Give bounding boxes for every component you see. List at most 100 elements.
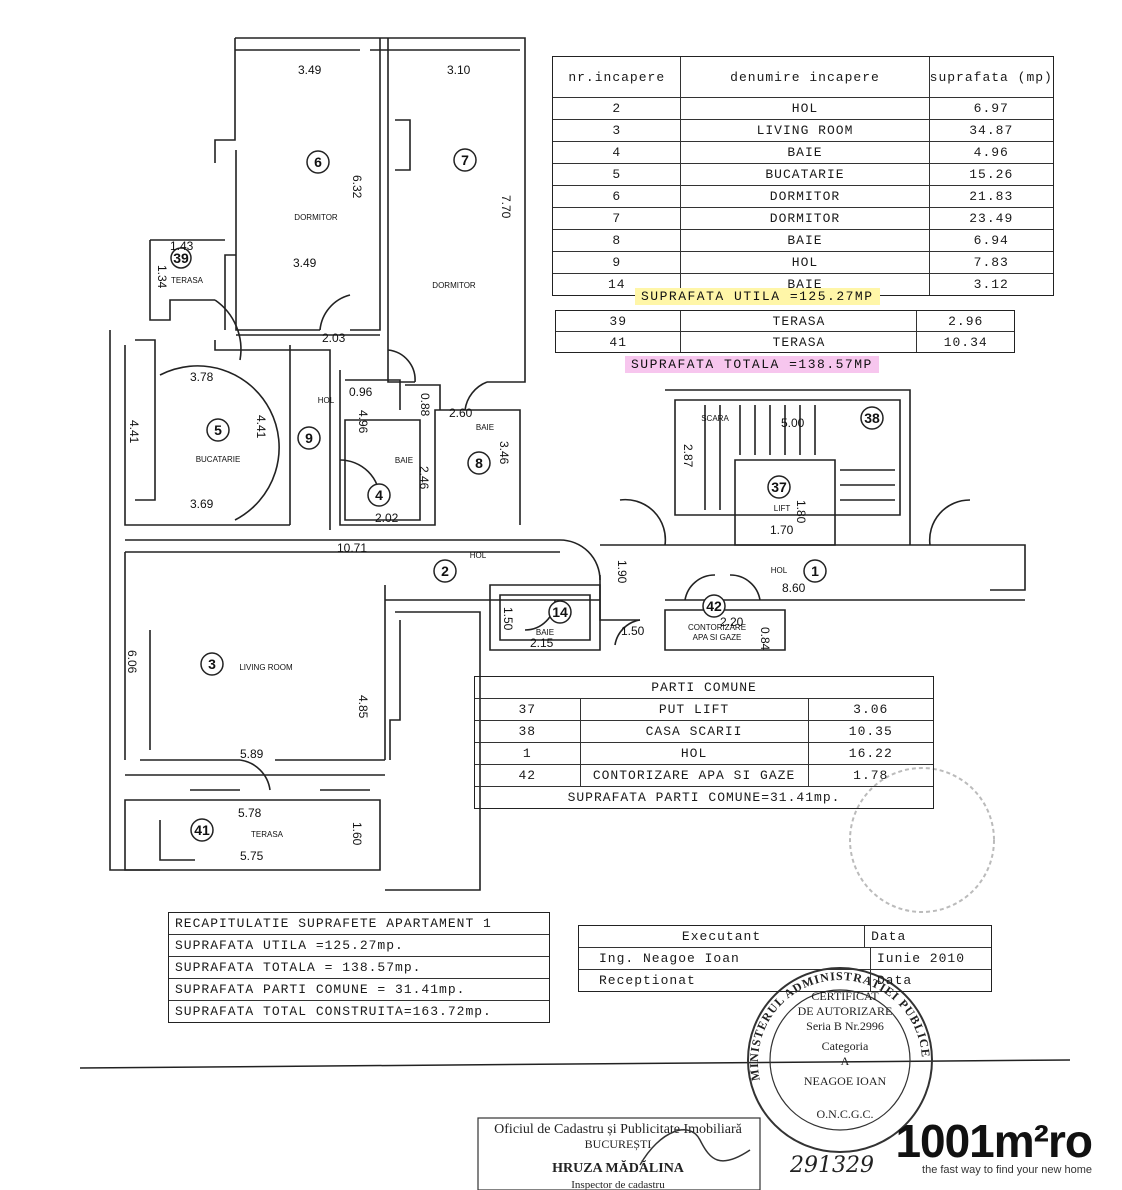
room-label: APA SI GAZE	[693, 633, 742, 642]
room-label: LIVING ROOM	[239, 663, 293, 672]
dimension-label: 3.49	[293, 256, 317, 270]
logo-text: 1001m²ro	[895, 1115, 1093, 1167]
recapitulatie-row: SUPRAFATA TOTALA = 138.57mp.	[169, 957, 549, 979]
room-label: BUCATARIE	[196, 455, 241, 464]
executant-name-row: Ing. Neagoe Ioan Iunie 2010	[579, 948, 991, 970]
cadastru-line: HRUZA MĂDĂLINA	[552, 1159, 685, 1176]
room-row-cell: BUCATARIE	[681, 164, 930, 185]
recapitulatie-text: SUPRAFATA UTILA =125.27mp.	[175, 938, 404, 953]
dimension-label: 1.50	[501, 607, 515, 631]
header-denumire: denumire incapere	[681, 57, 930, 97]
dimension-label: 1.50	[621, 624, 645, 638]
room-row-cell: LIVING ROOM	[681, 120, 930, 141]
recapitulatie-text: SUPRAFATA TOTAL CONSTRUITA=163.72mp.	[175, 1004, 492, 1019]
room-labels: DORMITOR DORMITOR TERASA BUCATARIE HOL BAIE BA…	[171, 213, 790, 839]
room-label: TERASA	[251, 830, 284, 839]
room-label: DORMITOR	[294, 213, 338, 222]
dimension-label: 0.84	[758, 627, 772, 651]
executant-date: Iunie 2010	[877, 951, 966, 966]
room-row-cell: 21.83	[969, 189, 1014, 204]
dimension-label: 2.60	[449, 406, 473, 420]
executant-name: Ing. Neagoe Ioan	[579, 948, 871, 969]
room-label: HOL	[470, 551, 487, 560]
dimension-label: 4.96	[356, 410, 370, 434]
parti-comune-row-cell: 38	[475, 721, 581, 742]
room-label: CONTORIZARE	[688, 623, 746, 632]
room-number: 6	[314, 154, 322, 170]
site-logo: 1001m²ro the fast way to find your new h…	[895, 1115, 1093, 1176]
room-row-cell: 6.97	[973, 101, 1009, 116]
parti-comune-row-cell: 1.78	[853, 768, 889, 783]
room-number: 38	[864, 410, 880, 426]
dimension-label: 4.41	[254, 415, 268, 439]
room-row-cell: 8	[553, 230, 682, 251]
room-row-cell: 6	[553, 186, 682, 207]
room-label: BAIE	[536, 628, 554, 637]
cadastru-line: Oficiul de Cadastru și Publicitate Imobi…	[494, 1122, 742, 1137]
room-row-cell: 3	[553, 120, 682, 141]
parti-comune-title-row: PARTI COMUNE	[475, 677, 933, 699]
room-number: 1	[811, 563, 819, 579]
cadastru-line: Inspector de cadastru	[571, 1179, 665, 1190]
logo-tagline: the fast way to find your new home	[922, 1164, 1092, 1176]
executant-table: Executant Data Ing. Neagoe Ioan Iunie 20…	[578, 925, 992, 992]
handwritten-number: 291329	[789, 1153, 874, 1178]
dimension-label: 2.46	[417, 466, 431, 490]
room-label: BAIE	[476, 423, 494, 432]
dimension-label: 3.49	[298, 63, 322, 77]
room-number: 7	[461, 152, 469, 168]
room-number: 4	[375, 487, 383, 503]
room-number: 2	[441, 563, 449, 579]
room-number: 3	[208, 656, 216, 672]
stamp-line: Categoria	[822, 1039, 869, 1053]
stamp-line: DE AUTORIZARE	[798, 1004, 893, 1018]
room-number: 39	[173, 250, 189, 266]
dimension-label: 4.41	[127, 420, 141, 444]
room-row-cell: 6.94	[973, 233, 1009, 248]
room-row-cell: 15.26	[969, 167, 1014, 182]
room-label: DORMITOR	[432, 281, 476, 290]
dimension-label: 5.00	[781, 416, 805, 430]
cadastru-stamp: Oficiul de Cadastru și Publicitate Imobi…	[477, 1117, 761, 1190]
dimension-label: 10.71	[337, 541, 367, 555]
dimension-label: 4.85	[356, 695, 370, 719]
room-row-cell: 7	[553, 208, 682, 229]
parti-comune-row-cell: 1	[475, 743, 581, 764]
stamp-line: CERTIFICAT	[811, 989, 879, 1003]
receptionat-data: Data	[877, 973, 913, 988]
terasa-row-cell: 41	[556, 332, 682, 352]
dimension-label: 1.90	[615, 560, 629, 584]
room-row-cell: 9	[553, 252, 682, 273]
room-label: HOL	[771, 566, 788, 575]
room-number: 41	[194, 822, 210, 838]
faded-seal	[849, 767, 995, 913]
terasa-row-cell: 2.96	[948, 313, 984, 329]
dimension-label: 3.46	[497, 441, 511, 465]
room-number: 14	[552, 604, 568, 620]
recapitulatie-text: SUPRAFATA PARTI COMUNE = 31.41mp.	[175, 982, 466, 997]
executant-header: Executant	[579, 926, 866, 947]
dimension-label: 1.34	[155, 265, 169, 289]
room-number: 9	[305, 430, 313, 446]
dimension-label: 6.06	[125, 650, 139, 674]
plan-walls	[109, 37, 1026, 891]
dimension-label: 5.75	[240, 849, 264, 863]
dimension-label: 1.43	[170, 239, 194, 253]
stamp-line: A	[841, 1054, 850, 1068]
room-label: BAIE	[395, 456, 413, 465]
dimension-label: 3.69	[190, 497, 214, 511]
parti-comune-row-cell: 37	[475, 699, 581, 720]
recapitulatie-text: SUPRAFATA TOTALA = 138.57mp.	[175, 960, 422, 975]
dimension-label: 2.20	[720, 615, 744, 629]
room-circles	[170, 148, 884, 842]
dimension-label: 2.03	[322, 331, 346, 345]
dimension-label: 6.32	[350, 175, 364, 199]
room-row-cell: 3.12	[973, 277, 1009, 292]
recapitulatie-row: RECAPITULATIE SUPRAFETE APARTAMENT 1	[169, 913, 549, 935]
